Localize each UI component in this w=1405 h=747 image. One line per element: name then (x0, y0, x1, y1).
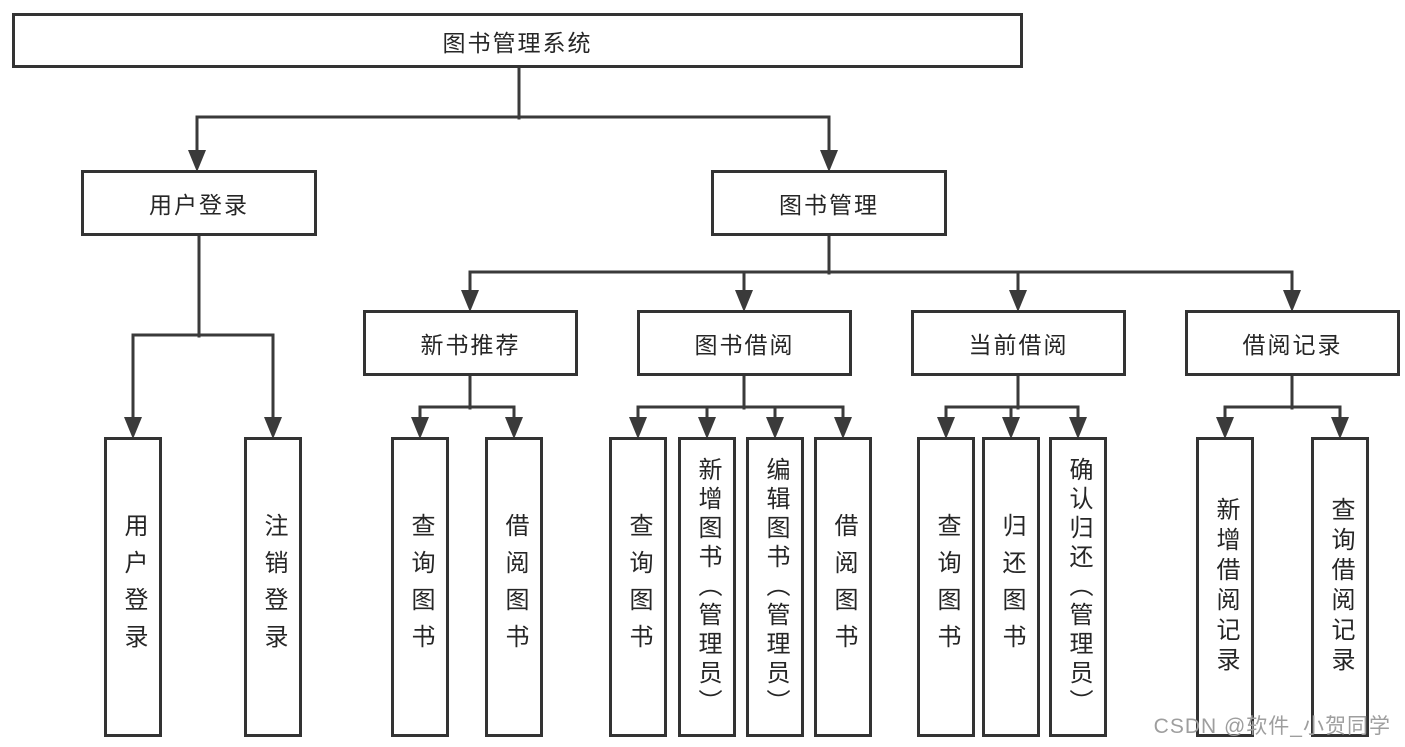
node-user-login-label: 用户登录 (149, 192, 249, 218)
node-book-borrowing: 图书借阅 (637, 310, 852, 376)
leaf-bb-add-book-admin: 新增图书（管理员） (678, 437, 736, 737)
node-current-borrowing: 当前借阅 (911, 310, 1126, 376)
csdn-watermark: CSDN @软件_小贺同学 (1153, 715, 1391, 738)
leaf-bb-edit-book-admin: 编辑图书（管理员） (746, 437, 804, 737)
leaf-bb-borrow-books-label: 借阅图书 (830, 513, 857, 661)
leaf-logout: 注销登录 (244, 437, 302, 737)
node-new-book-recommend: 新书推荐 (363, 310, 578, 376)
node-borrowing-records-label: 借阅记录 (1242, 332, 1343, 358)
leaf-bb-query-books-label: 查询图书 (625, 513, 652, 661)
leaf-bb-edit-book-admin-label: 编辑图书（管理员） (762, 456, 789, 718)
leaf-br-query-record-label: 查询借阅记录 (1327, 497, 1354, 677)
leaf-logout-label: 注销登录 (260, 513, 287, 661)
node-user-login: 用户登录 (81, 170, 317, 236)
leaf-br-add-record: 新增借阅记录 (1196, 437, 1254, 737)
node-current-borrowing-label: 当前借阅 (968, 332, 1069, 358)
leaf-user-login: 用户登录 (104, 437, 162, 737)
leaf-nbr-borrow-books: 借阅图书 (485, 437, 543, 737)
leaf-bb-borrow-books: 借阅图书 (814, 437, 872, 737)
node-root-label: 图书管理系统 (442, 29, 593, 56)
node-root: 图书管理系统 (12, 13, 1023, 68)
leaf-cb-return-books-label: 归还图书 (998, 513, 1025, 661)
leaf-user-login-label: 用户登录 (120, 513, 147, 661)
leaf-nbr-borrow-books-label: 借阅图书 (501, 513, 528, 661)
leaf-cb-confirm-return-admin: 确认归还（管理员） (1049, 437, 1107, 737)
node-borrowing-records: 借阅记录 (1185, 310, 1400, 376)
node-book-management: 图书管理 (711, 170, 947, 236)
node-new-book-recommend-label: 新书推荐 (420, 332, 521, 358)
leaf-cb-confirm-return-admin-label: 确认归还（管理员） (1065, 456, 1092, 718)
leaf-br-query-record: 查询借阅记录 (1311, 437, 1369, 737)
node-book-borrowing-label: 图书借阅 (694, 332, 795, 358)
leaf-cb-query-books-label: 查询图书 (933, 513, 960, 661)
leaf-nbr-query-books: 查询图书 (391, 437, 449, 737)
leaf-cb-return-books: 归还图书 (982, 437, 1040, 737)
leaf-br-add-record-label: 新增借阅记录 (1212, 497, 1239, 677)
leaf-bb-query-books: 查询图书 (609, 437, 667, 737)
leaf-bb-add-book-admin-label: 新增图书（管理员） (694, 456, 721, 718)
leaf-nbr-query-books-label: 查询图书 (407, 513, 434, 661)
node-book-management-label: 图书管理 (779, 192, 879, 218)
leaf-cb-query-books: 查询图书 (917, 437, 975, 737)
